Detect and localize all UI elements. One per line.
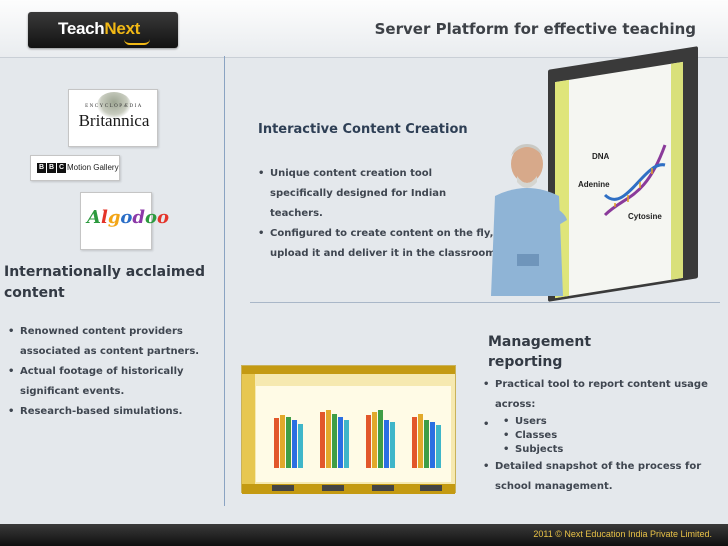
report-tab <box>420 485 442 491</box>
algodoo-letter: o <box>120 207 133 228</box>
report-bar <box>418 413 423 468</box>
report-bar <box>366 415 371 468</box>
bbc-letter-block: B <box>37 163 46 173</box>
board-label-cytosine: Cytosine <box>628 212 662 221</box>
tree-icon <box>97 92 131 118</box>
content-heading: Internationally acclaimed content <box>4 264 205 301</box>
report-bar <box>298 424 303 468</box>
logo-next: Next <box>104 19 141 38</box>
horizontal-divider <box>250 302 720 303</box>
report-bar <box>424 420 429 468</box>
bbc-letter-block: B <box>47 163 56 173</box>
report-tab <box>272 485 294 491</box>
britannica-name: Britannica <box>78 111 150 130</box>
report-bar <box>412 416 417 468</box>
teachnext-logo: TeachNext <box>28 12 178 48</box>
report-chart-area <box>256 386 451 482</box>
management-bullet: Practical tool to report content usage a… <box>483 375 713 415</box>
management-sub-bullets: UsersClassesSubjects <box>503 415 713 457</box>
management-bullet: Detailed snapshot of the process for sch… <box>483 457 713 497</box>
britannica-small-text: ENCYCLOPÆDIA <box>85 104 143 109</box>
report-bar <box>320 412 325 468</box>
logo-swoosh <box>124 39 150 45</box>
report-bar <box>338 416 343 468</box>
algodoo-wordmark: Algodoo <box>87 207 169 228</box>
management-sub-bullet: Users <box>503 415 713 429</box>
algodoo-logo: Algodoo <box>80 192 169 250</box>
creation-heading: Interactive Content Creation <box>258 122 468 137</box>
content-bullet: Research-based simulations. <box>8 402 218 422</box>
report-bar <box>286 416 291 468</box>
copyright-text: 2011 © Next Education India Private Limi… <box>533 529 712 539</box>
report-top-band <box>242 366 455 374</box>
teacher-figure <box>491 144 567 296</box>
algodoo-letter: A <box>87 207 101 228</box>
dna-helix-icon <box>603 144 667 217</box>
toolbar-right <box>671 61 683 280</box>
vertical-divider <box>224 56 225 506</box>
bbc-letter-block: C <box>57 163 66 173</box>
board-label-dna: DNA <box>592 152 610 161</box>
report-bar <box>292 420 297 468</box>
britannica-logo: ENCYCLOPÆDIA Britannica <box>68 89 158 147</box>
report-tab <box>322 485 344 491</box>
logo-teach: Teach <box>58 19 105 38</box>
footer-bar: 2011 © Next Education India Private Limi… <box>0 524 728 546</box>
report-bar <box>280 415 285 468</box>
header-bar: TeachNext Server Platform for effective … <box>0 0 728 58</box>
bbc-label: Motion Gallery <box>67 163 119 172</box>
report-bar <box>344 420 349 468</box>
content-bullets: Renowned content providers associated as… <box>8 322 218 422</box>
content-bullet: Actual footage of historically significa… <box>8 362 218 402</box>
report-bar <box>384 420 389 468</box>
algodoo-letter: d <box>132 207 146 228</box>
management-sub-wrapper: UsersClassesSubjects <box>483 415 713 457</box>
creation-bullet: Unique content creation tool specificall… <box>258 164 498 224</box>
report-tab <box>372 485 394 491</box>
management-heading: Management reporting <box>488 334 592 370</box>
creation-bullets: Unique content creation tool specificall… <box>258 164 498 264</box>
report-side-panel <box>242 374 255 484</box>
usage-report-screenshot <box>241 365 456 494</box>
report-bar <box>326 410 331 468</box>
report-bar <box>378 410 383 468</box>
report-bottom-band <box>242 484 455 494</box>
creation-bullet: Configured to create content on the fly,… <box>258 224 498 264</box>
management-sub-bullet: Classes <box>503 429 713 443</box>
algodoo-letter: l <box>100 207 108 228</box>
page-title: Server Platform for effective teaching <box>374 20 696 38</box>
report-bar <box>372 412 377 468</box>
management-bullets: Practical tool to report content usage a… <box>483 375 713 497</box>
board-label-adenine: Adenine <box>578 180 610 189</box>
management-sub-bullet: Subjects <box>503 443 713 457</box>
report-bar <box>390 421 395 468</box>
report-bar <box>332 413 337 468</box>
algodoo-letter: o <box>157 207 170 228</box>
report-bar <box>436 424 441 468</box>
report-bar <box>274 418 279 468</box>
report-bar <box>430 421 435 468</box>
algodoo-letter: o <box>145 207 158 228</box>
algodoo-letter: g <box>107 207 121 228</box>
content-bullet: Renowned content providers associated as… <box>8 322 218 362</box>
logo-text: TeachNext <box>58 19 140 39</box>
